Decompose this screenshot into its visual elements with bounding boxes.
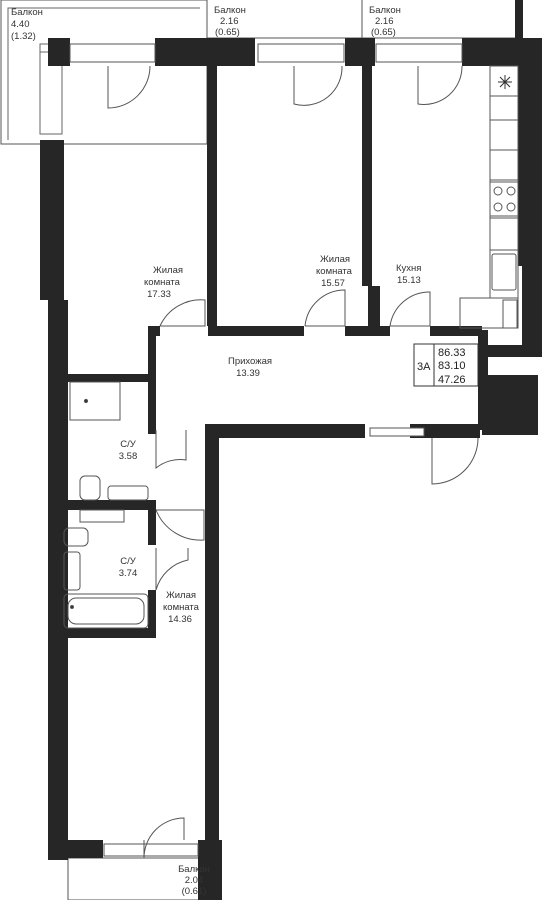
bathtub [63,593,149,629]
windows [69,43,463,857]
bath-1-area: 3.58 [119,451,138,462]
room-labels: Балкон 4.40 (1.32) Балкон 2.16 (0.65) Ба… [11,5,421,897]
living-3-name1: Жилая [166,590,196,601]
balcony-top-mid-coef: (0.65) [215,27,240,38]
kitchen-fixtures [459,65,519,329]
apartment-info-box: 3А 86.33 83.10 47.26 [413,343,479,387]
balcony-bottom-area: 2.04 [185,875,204,886]
hallway-name: Прихожая [228,356,272,367]
kitchen-area: 15.13 [397,275,421,286]
kitchen-sink [491,253,517,291]
balcony-top-left-name: Балкон [11,7,43,18]
hallway-area: 13.39 [236,368,260,379]
balcony-railing [7,7,200,140]
extractor-icon [498,75,512,89]
living-2-area: 15.57 [321,278,345,289]
living-3-name2: комната [163,602,200,613]
balcony-top-left-area: 4.40 [11,19,30,30]
stove [489,181,519,217]
balcony-bottom-name: Балкон [178,864,210,875]
apartment-type: 3А [417,361,431,373]
apartment-living-area: 83.10 [438,360,466,372]
washbasin-1 [107,485,149,501]
balcony-top-right-name: Балкон [369,5,401,16]
living-1-name1: Жилая [153,265,183,276]
apartment-total-area: 86.33 [438,347,466,359]
bath-2-name: С/У [120,556,137,567]
balcony-top-right-area: 2.16 [375,16,394,27]
bath-fixtures [63,381,149,629]
walls [40,0,542,900]
balcony-bottom-coef: (0.61) [182,886,207,897]
balcony-top-mid-name: Балкон [214,5,246,16]
shower-tray [69,381,121,421]
bath-1-name: С/У [120,439,137,450]
balconies [0,0,523,900]
living-3-area: 14.36 [168,614,192,625]
balcony-top-left-outline [0,0,208,145]
toilet-2 [63,527,89,547]
kitchen-name: Кухня [396,263,421,274]
toilet-1 [79,475,101,501]
living-2-name1: Жилая [320,254,350,265]
bath-2-area: 3.74 [119,568,138,579]
balcony-top-right-coef: (0.65) [371,27,396,38]
living-1-name2: комната [144,277,181,288]
balcony-top-left-coef: (1.32) [11,31,36,42]
balcony-top-mid-area: 2.16 [220,16,239,27]
apartment-area3: 47.26 [438,374,466,386]
washbasin-2 [63,551,81,591]
living-1-area: 17.33 [147,289,171,300]
doors [107,65,479,859]
living-2-name2: комната [316,266,353,277]
